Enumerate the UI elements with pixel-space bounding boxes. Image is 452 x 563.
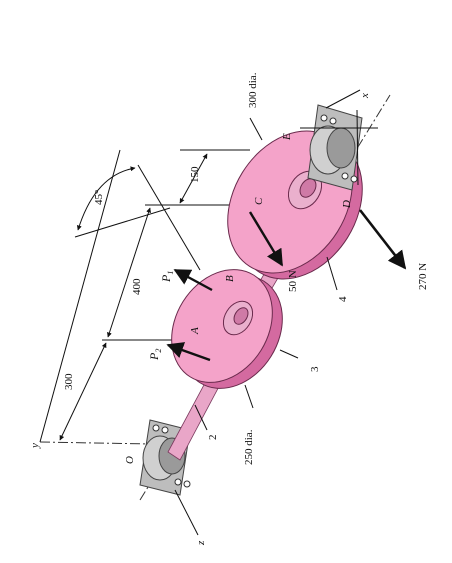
callout-3: 3 <box>309 366 321 372</box>
label-150: 150 <box>189 166 201 183</box>
callout-250-leader <box>244 384 254 409</box>
label-point-A: A <box>189 327 201 335</box>
callout-4-leader <box>326 256 338 291</box>
force-270N-arrow <box>358 209 407 270</box>
label-45-deg: 45° <box>93 190 105 205</box>
dim-arrow-400 <box>107 207 151 338</box>
dim-45-line <box>137 164 201 271</box>
label-400: 400 <box>131 278 143 295</box>
label-P2: P2 <box>147 349 163 361</box>
force-P1-arrow <box>173 268 213 292</box>
dim-45-arc <box>76 166 136 231</box>
label-axis-x: x <box>359 93 371 99</box>
label-axis-y: y <box>29 443 41 449</box>
y-axis-line <box>39 441 153 445</box>
bearing-E <box>307 104 363 191</box>
label-point-O: O <box>124 456 136 464</box>
callout-4: 4 <box>337 296 349 302</box>
callout-2-leader <box>194 404 208 431</box>
dim-arrow-300 <box>59 342 107 441</box>
axis-line-vertical <box>356 109 359 186</box>
label-point-D: D <box>341 200 353 209</box>
label-axis-z: z <box>195 540 207 546</box>
x-axis-line <box>325 89 361 109</box>
z-axis-line <box>174 489 199 536</box>
label-270N: 270 N <box>417 263 429 290</box>
label-point-C: C <box>253 197 265 205</box>
force-50N-arrow <box>248 211 284 267</box>
callout-300-leader <box>249 117 263 141</box>
label-50N: 50 N <box>287 270 299 292</box>
label-300-dia: 300 dia. <box>247 72 259 108</box>
label-250-dia: 250 dia. <box>243 429 255 465</box>
label-point-E: E <box>281 133 293 141</box>
callout-2: 2 <box>207 435 219 441</box>
force-P2-arrow <box>166 342 211 362</box>
dim-45-ref <box>74 207 171 238</box>
label-300: 300 <box>63 373 75 390</box>
callout-3-leader <box>279 349 299 359</box>
label-P1: P1 <box>159 271 175 283</box>
dim-arrow-150 <box>179 153 208 204</box>
label-point-B: B <box>224 275 236 282</box>
